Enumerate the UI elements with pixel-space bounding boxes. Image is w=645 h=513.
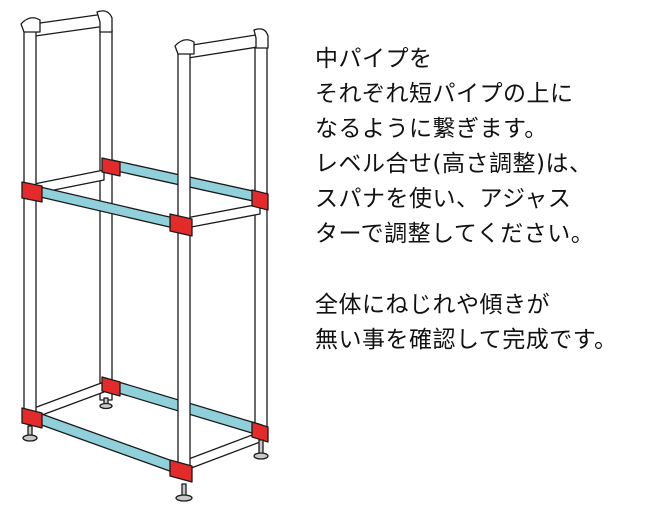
lower-right-side-bar — [185, 431, 261, 471]
joint-lower-front-left — [21, 407, 43, 429]
joint-lower-back-right — [251, 421, 269, 443]
upper-right-side-bar — [185, 203, 261, 229]
back-right-frame — [185, 28, 269, 436]
paragraph-gap — [315, 252, 618, 288]
instruction-line: レベル合せ(高さ調整)は、 — [315, 151, 593, 177]
front-left-frame — [20, 17, 41, 421]
instruction-line: なるように繋ぎます。 — [315, 116, 548, 142]
instruction-line: 中パイプを — [315, 46, 433, 72]
instruction-line: ターで調整してください。 — [315, 221, 595, 247]
joint-upper-front-left — [21, 181, 43, 203]
back-left-frame — [32, 10, 113, 401]
foot-back-right — [253, 439, 269, 460]
assembly-instructions: 中パイプを それぞれ短パイプの上に なるように繋ぎます。 レベル合せ(高さ調整)… — [315, 42, 618, 358]
foot-back-left — [99, 397, 113, 410]
lower-left-side-bar — [33, 381, 105, 419]
foot-front-left — [22, 425, 38, 442]
foot-front-right — [175, 483, 193, 502]
instruction-line: 全体にねじれや傾きが — [315, 292, 550, 318]
adjuster-feet — [22, 397, 269, 502]
pipe-rack-illustration — [20, 10, 269, 502]
joint-upper-back-right — [251, 189, 269, 211]
joint-lower-front-right — [169, 459, 193, 483]
instruction-line: 無い事を確認して完成です。 — [315, 327, 618, 353]
joint-upper-back-left — [101, 157, 121, 177]
lower-front-short-pipe — [35, 411, 179, 475]
joint-upper-front-right — [169, 213, 193, 237]
instruction-line: スパナを使い、アジャス — [315, 186, 572, 212]
instruction-line: それぞれ短パイプの上に — [315, 81, 574, 107]
joint-lower-back-left — [101, 376, 121, 397]
joints — [21, 157, 269, 483]
